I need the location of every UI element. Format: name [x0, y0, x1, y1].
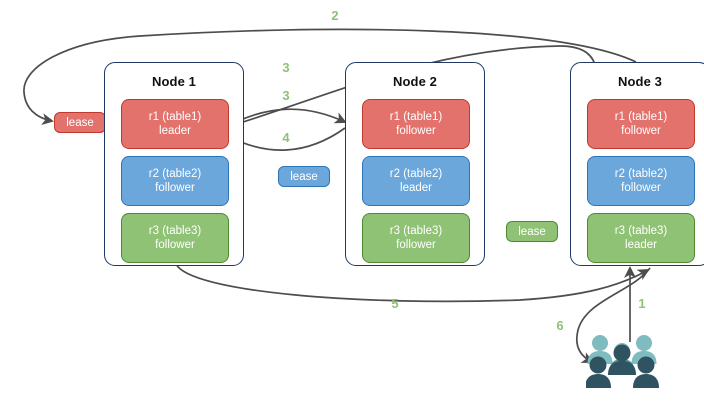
edge-label-2: 2 — [331, 8, 339, 23]
replica-role: leader — [159, 125, 191, 137]
replica-name: r1 (table1) — [148, 111, 202, 123]
node-box-3: Node 3 r1 (table1) follower r2 (table2) … — [570, 62, 704, 266]
replica-r1: r1 (table1) leader — [121, 99, 229, 149]
replica-r1: r1 (table1) follower — [587, 99, 695, 149]
edge-label-5: 5 — [391, 296, 399, 311]
lease-label: lease — [518, 225, 546, 238]
replica-name: r3 (table3) — [148, 225, 202, 237]
node-title: Node 3 — [618, 74, 662, 89]
lease-chip-blue: lease — [278, 166, 330, 187]
node-box-1: Node 1 r1 (table1) leader r2 (table2) fo… — [104, 62, 244, 266]
users-icon — [586, 335, 659, 388]
replica-name: r2 (table2) — [148, 168, 202, 180]
replica-role: follower — [155, 239, 195, 251]
replica-r3: r3 (table3) leader — [587, 213, 695, 263]
replica-r3: r3 (table3) follower — [362, 213, 470, 263]
replica-name: r1 (table1) — [389, 111, 443, 123]
lease-label: lease — [290, 170, 318, 183]
node-title: Node 1 — [152, 74, 196, 89]
replica-role: leader — [625, 239, 657, 251]
replica-r2: r2 (table2) follower — [587, 156, 695, 206]
lease-chip-red: lease — [54, 112, 106, 133]
edge-label-1: 1 — [638, 296, 646, 311]
edge-label-3-upper: 3 — [282, 60, 290, 75]
replica-name: r3 (table3) — [614, 225, 668, 237]
replica-role: follower — [621, 125, 661, 137]
edge-label-3-lower: 3 — [282, 88, 290, 103]
replica-name: r2 (table2) — [614, 168, 668, 180]
replica-role: follower — [155, 182, 195, 194]
replica-name: r2 (table2) — [389, 168, 443, 180]
replica-role: follower — [396, 125, 436, 137]
edge-label-6: 6 — [556, 318, 564, 333]
replica-r3: r3 (table3) follower — [121, 213, 229, 263]
replica-name: r3 (table3) — [389, 225, 443, 237]
replica-r2: r2 (table2) leader — [362, 156, 470, 206]
replica-r2: r2 (table2) follower — [121, 156, 229, 206]
node-box-2: Node 2 r1 (table1) follower r2 (table2) … — [345, 62, 485, 266]
edge-label-4: 4 — [282, 130, 290, 145]
replica-name: r1 (table1) — [614, 111, 668, 123]
edge-5-path — [175, 263, 650, 303]
node-title: Node 2 — [393, 74, 437, 89]
replica-r1: r1 (table1) follower — [362, 99, 470, 149]
replica-role: follower — [396, 239, 436, 251]
replica-role: follower — [621, 182, 661, 194]
lease-chip-green: lease — [506, 221, 558, 242]
lease-label: lease — [66, 116, 94, 129]
replica-role: leader — [400, 182, 432, 194]
